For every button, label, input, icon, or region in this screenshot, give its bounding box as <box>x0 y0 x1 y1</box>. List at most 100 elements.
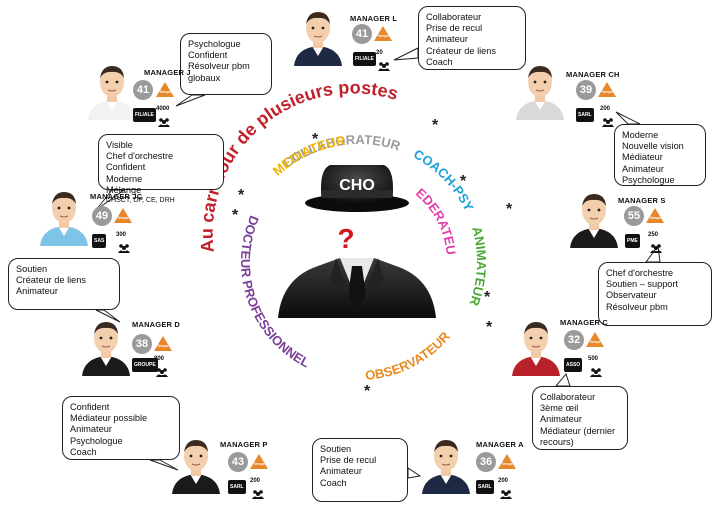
time-badge-icon <box>374 26 392 41</box>
bubble-line: Collaborateur <box>426 12 482 22</box>
bubble-line: Animateur <box>540 414 582 425</box>
separator-star: * <box>460 173 467 190</box>
bubble-line: Coach <box>426 56 453 67</box>
separator-star: * <box>506 201 513 218</box>
time-badge-label: Temps <box>649 216 661 220</box>
avatar-jc <box>36 188 92 251</box>
bubble-line: 3ème œil <box>540 403 579 414</box>
bubble-line: Prise de recul <box>426 23 483 34</box>
company-type-badge: SARL <box>228 480 246 494</box>
bubble-line: Animateur <box>320 466 362 477</box>
bubble-line: Soutien <box>16 264 48 274</box>
time-badge-label: Temps <box>501 462 513 466</box>
bubble-line: Confident <box>188 50 228 61</box>
employee-count: 300 <box>116 232 127 238</box>
bubble-line: Collaborateur <box>540 392 596 402</box>
people-icon <box>602 114 614 132</box>
bubble-line: Nouvelle vision <box>622 141 684 152</box>
time-badge-icon <box>114 208 132 223</box>
hat-icon <box>305 165 409 212</box>
bubble-line: Chef d'orchestre <box>106 151 174 162</box>
manager-name: MANAGER L <box>350 14 398 23</box>
company-type-badge: SARL <box>476 480 494 494</box>
bubble-line: Visible <box>106 140 133 150</box>
employee-count: 20 <box>376 50 383 56</box>
company-type-badge: ASSO <box>564 358 583 372</box>
manager-name: MANAGER C <box>560 318 609 327</box>
age-badge: 49 <box>92 206 112 226</box>
bubble-line: Animateur <box>70 424 112 435</box>
bubble-line: Animateur <box>426 34 468 45</box>
bubble-line: Moderne <box>622 130 659 140</box>
people-icon <box>118 240 130 258</box>
bubble-line: Confident <box>70 402 110 412</box>
bubble-line: Coach <box>70 446 97 457</box>
time-badge-icon <box>154 336 172 351</box>
separator-star: * <box>486 319 493 336</box>
company-type-badge: SARL <box>576 108 594 122</box>
age-badge: 38 <box>132 334 152 354</box>
employee-count: 250 <box>648 232 659 238</box>
time-badge-icon <box>646 208 664 223</box>
bubble-line: Chef d'orchestre <box>606 268 674 278</box>
separator-star: * <box>484 289 491 306</box>
separator-star: * <box>364 383 371 400</box>
suit-icon <box>278 258 436 318</box>
time-badge-icon <box>586 332 604 347</box>
time-badge-icon <box>498 454 516 469</box>
employee-count: 500 <box>588 356 599 362</box>
avatar-s <box>566 190 622 253</box>
manager-name: MANAGER J <box>144 68 191 77</box>
bubble-line: Résolveur pbm <box>606 301 668 312</box>
time-badge-label: Temps <box>601 90 613 94</box>
age-badge: 32 <box>564 330 584 350</box>
bubble-line: Créateur de liens <box>16 275 86 286</box>
bubble-line: Confident <box>106 162 146 173</box>
company-type-badge: FILIALE <box>133 108 156 122</box>
company-type-badge: GROUPE <box>132 358 158 372</box>
employee-count: 200 <box>250 478 261 484</box>
manager-name: MANAGER A <box>476 440 524 449</box>
bubble-line: Psychologue <box>70 435 123 446</box>
age-badge: 55 <box>624 206 644 226</box>
company-type-badge: FILIALE <box>353 52 376 66</box>
company-type-badge: SAS <box>92 234 107 248</box>
manager-name: MANAGER S <box>618 196 666 205</box>
bubble-line: recours) <box>540 436 574 447</box>
company-type-badge: PME <box>625 234 640 248</box>
employee-count: 4000 <box>156 106 170 112</box>
manager-name: MANAGER P <box>220 440 268 449</box>
employee-count: 200 <box>498 478 509 484</box>
manager-name: MANAGER D <box>132 320 181 329</box>
bubble-line: Prise de recul <box>320 455 377 466</box>
avatar-l <box>290 8 346 71</box>
separator-star: * <box>232 207 239 224</box>
employee-count: 800 <box>154 356 165 362</box>
time-badge-label: Temps <box>589 340 601 344</box>
time-badge-icon <box>156 82 174 97</box>
bubble-line: Psychologue <box>188 39 241 49</box>
avatar-ch <box>512 62 568 125</box>
bubble-line: Animateur <box>622 163 664 174</box>
employee-count: 200 <box>600 106 611 112</box>
bubble-line-small: CHSCT, DP, CE, DRH <box>106 197 175 205</box>
people-icon <box>650 240 662 258</box>
bubble-line: Créateur de liens <box>426 45 496 56</box>
time-badge-label: Temps <box>159 90 171 94</box>
age-badge: 39 <box>576 80 596 100</box>
bubble-line: Soutien <box>320 444 352 454</box>
avatar-d <box>78 318 134 381</box>
bubble-line: Soutien – support <box>606 279 679 290</box>
age-badge: 41 <box>352 24 372 44</box>
